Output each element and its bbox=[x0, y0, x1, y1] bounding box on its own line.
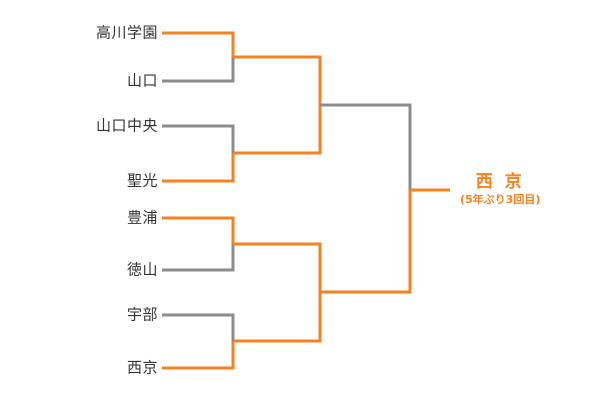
r1-m2-bottom-line bbox=[162, 153, 235, 183]
team-label-3: 山口中央 bbox=[95, 116, 158, 135]
r1-m3-bottom-line bbox=[162, 244, 235, 272]
team-label-5: 豊浦 bbox=[126, 208, 158, 227]
r2-m1-top-line bbox=[233, 55, 322, 105]
r1-m1-top-line bbox=[162, 31, 235, 57]
r2-m1-bottom-line bbox=[233, 105, 322, 155]
r1-m2-top-line bbox=[162, 124, 235, 153]
team-label-1: 高川学園 bbox=[95, 23, 158, 42]
team-label-7: 宇部 bbox=[126, 305, 158, 324]
r1-m1-bottom-line bbox=[162, 57, 235, 83]
r2-m2-top-line bbox=[233, 242, 322, 292]
r1-m4-top-line bbox=[162, 313, 235, 341]
team-label-4: 聖光 bbox=[126, 171, 158, 190]
champion-name: 西 京 bbox=[475, 171, 525, 192]
team-label-8: 西京 bbox=[126, 358, 158, 377]
r1-m4-bottom-line bbox=[162, 341, 235, 370]
r1-m3-top-line bbox=[162, 216, 235, 244]
r3-top-line bbox=[320, 103, 412, 190]
team-label-6: 徳山 bbox=[126, 260, 158, 279]
champion-note: (5年ぶり3回目) bbox=[460, 193, 541, 207]
champion-block: 西 京 (5年ぶり3回目) bbox=[460, 172, 540, 208]
r2-m2-bottom-line bbox=[233, 292, 322, 343]
r3-bottom-line bbox=[320, 190, 412, 294]
team-label-2: 山口 bbox=[126, 71, 158, 90]
